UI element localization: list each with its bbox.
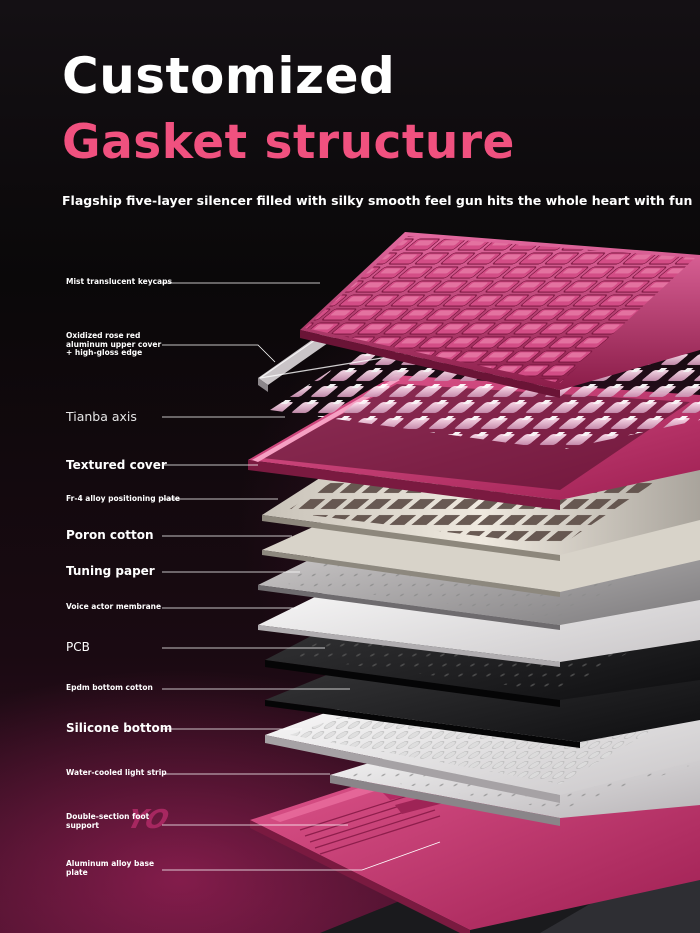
- label-epdm-cotton: Epdm bottom cotton: [66, 683, 153, 692]
- label-silicone-bottom: Silicone bottom: [66, 721, 173, 735]
- label-light-strip: Water-cooled light strip: [66, 768, 167, 777]
- label-upper-cover: Oxidized rose red aluminum upper cover +…: [66, 331, 162, 358]
- label-positioning-plate: Fr-4 alloy positioning plate: [66, 494, 180, 503]
- title-line-2: Gasket structure: [62, 115, 515, 170]
- label-poron-cotton: Poron cotton: [66, 528, 154, 542]
- label-foot-support: Double-section foot support: [66, 812, 150, 830]
- label-base-plate: Aluminum alloy base plate: [66, 859, 155, 877]
- label-textured-cover: Textured cover: [66, 458, 167, 472]
- label-pcb: PCB: [66, 640, 90, 654]
- callout-lines: [162, 282, 441, 871]
- subtitle: Flagship five-layer silencer filled with…: [62, 193, 693, 208]
- label-tuning-paper: Tuning paper: [66, 564, 155, 578]
- layer-keycaps-art: [300, 232, 700, 398]
- label-keycaps: Mist translucent keycaps: [66, 277, 172, 286]
- title-line-1: Customized: [62, 47, 396, 105]
- label-tianba-axis: Tianba axis: [66, 409, 137, 424]
- label-voice-actor-membrane: Voice actor membrane: [66, 602, 162, 611]
